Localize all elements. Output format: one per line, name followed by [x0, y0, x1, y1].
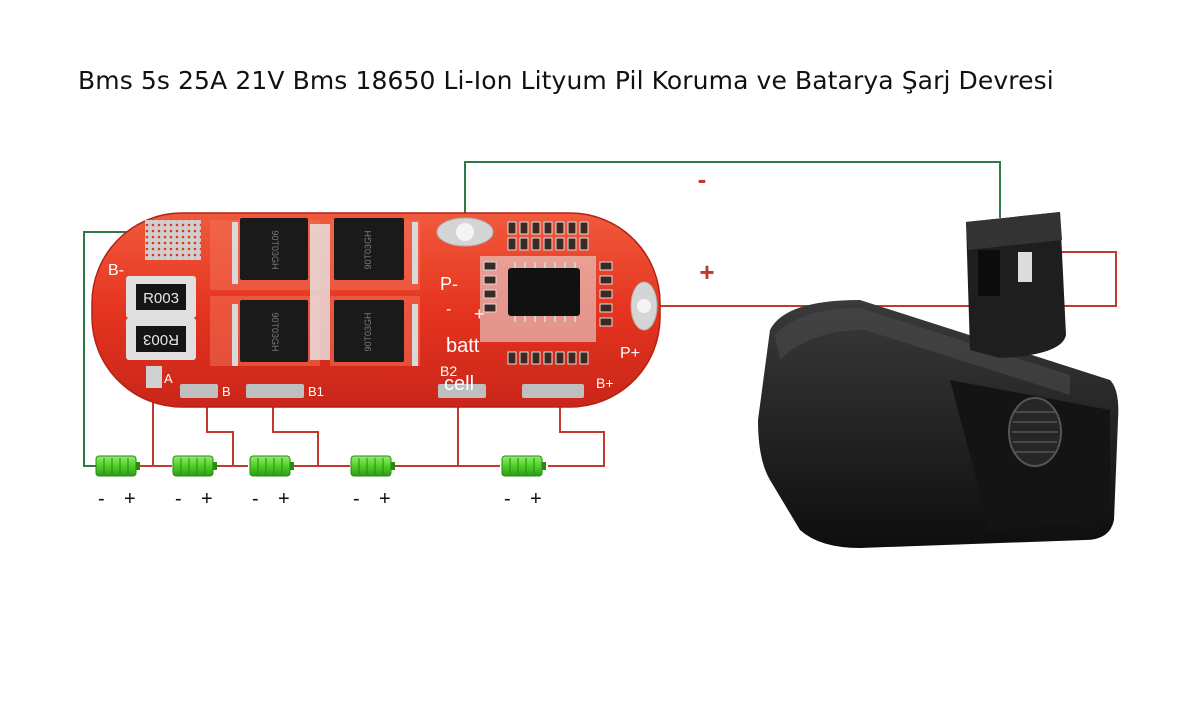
battery-cell-3: -+ [249, 455, 294, 510]
cell-5-plus-label: + [530, 488, 542, 510]
battery-cell-1: -+ [95, 455, 140, 510]
pad-label-b-plus: B+ [596, 375, 614, 391]
silk-cell: cell [444, 373, 474, 395]
pack-terminal-negative [978, 250, 1000, 296]
pad-label-b2: B2 [440, 363, 457, 379]
cell-3-minus-label: - [252, 488, 259, 510]
battery-cell-5: -+ [501, 455, 546, 510]
b-minus-wire [83, 231, 140, 467]
shunt-resistor-1: R003 [126, 276, 196, 318]
mosfet-1-label: 90T03GH [270, 230, 280, 269]
positive-wire-label: + [699, 257, 714, 287]
balance-header [180, 384, 584, 398]
mosfet-2-label: 90T03GH [363, 230, 373, 269]
pad-label-p-plus: P+ [620, 345, 640, 362]
cell-2-plus-label: + [201, 488, 213, 510]
shunt-resistor-2: R003 [126, 318, 196, 360]
pad-label-b-minus: B- [108, 262, 124, 279]
mosfet-3: 90T03GH [232, 300, 308, 366]
page-title: Bms 5s 25A 21V Bms 18650 Li-Ion Lityum P… [78, 66, 1054, 95]
pad-label-a: A [164, 371, 173, 386]
protection-ic [508, 262, 580, 322]
cell-4-plus-label: + [379, 488, 391, 510]
cell-string: -+-+-+-+-+ [95, 455, 546, 510]
pack-terminal-positive [1018, 252, 1032, 282]
battery-cell-2: -+ [172, 455, 217, 510]
cell-1-plus-label: + [124, 488, 136, 510]
resistor-1-label: R003 [143, 290, 179, 307]
silk-batt: batt [446, 335, 480, 357]
positive-wire [650, 251, 1117, 307]
bms-board: R003 R003 90T03GH 90T03GH 90T03GH 90T03G… [91, 212, 661, 408]
silk-minus: - [446, 301, 451, 318]
cell-5-minus-label: - [504, 488, 511, 510]
mosfet-4-label: 90T03GH [363, 312, 373, 351]
negative-wire-label: - [698, 164, 707, 194]
cell-3-plus-label: + [278, 488, 290, 510]
mosfet-3-label: 90T03GH [270, 312, 280, 351]
pad-label-b: B [222, 384, 231, 399]
mosfet-1: 90T03GH [232, 218, 308, 284]
silk-plus: + [474, 304, 485, 324]
pad-label-b1: B1 [308, 384, 324, 399]
cell-1-minus-label: - [98, 488, 105, 510]
battery-cell-4: -+ [350, 455, 395, 510]
mosfet-4: 90T03GH [334, 300, 418, 366]
pad-label-p-minus: P- [440, 274, 458, 294]
mosfet-2: 90T03GH [334, 218, 418, 284]
cell-4-minus-label: - [353, 488, 360, 510]
battery-pack [758, 212, 1119, 548]
negative-wire [464, 161, 1001, 225]
cell-2-minus-label: - [175, 488, 182, 510]
b-minus-pad [145, 220, 201, 260]
resistor-2-label: R003 [143, 331, 179, 348]
balance-wires [152, 392, 605, 467]
